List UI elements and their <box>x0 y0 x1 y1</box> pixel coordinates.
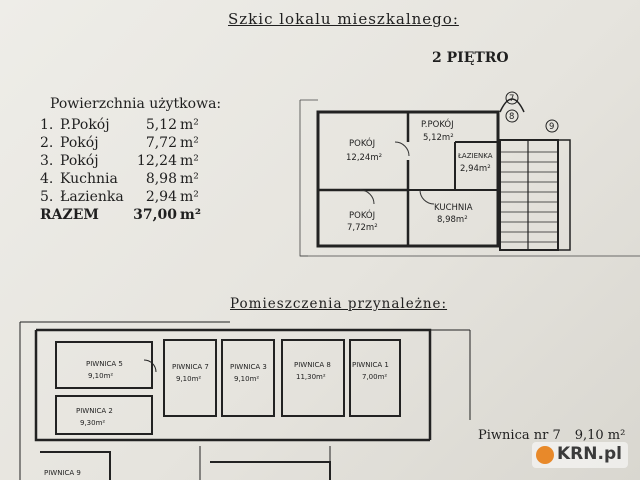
room-name: Łazienka <box>60 189 124 205</box>
row-number: 5. <box>40 189 54 205</box>
room-label-name: P.POKÓJ <box>421 118 454 130</box>
room-label-area: 8,98m² <box>437 215 468 225</box>
row-number: 1. <box>40 117 54 133</box>
cellar-name: PIWNICA 8 <box>294 361 331 369</box>
cellar-area: 9,30m² <box>80 419 105 427</box>
stair-outline <box>499 139 559 251</box>
cellar-plan <box>19 321 471 480</box>
marker-circle <box>545 119 559 133</box>
cellar-name: PIWNICA 1 <box>352 361 389 369</box>
cellar-name: PIWNICA 9 <box>44 469 81 477</box>
room-label-name: KUCHNIA <box>434 203 473 213</box>
area-unit: m² <box>180 117 199 133</box>
area-unit: m² <box>180 153 199 169</box>
room-label-name: POKÓJ <box>349 137 375 149</box>
outer-guides <box>299 99 640 257</box>
floor-label: 2 PIĘTRO <box>432 50 509 66</box>
room-label-area: 2,94m² <box>460 164 491 174</box>
logo-mark-icon <box>536 446 554 464</box>
marker-label: 9 <box>549 122 554 132</box>
cellar-note-value: 9,10 m² <box>574 428 626 443</box>
cellar-name: PIWNICA 5 <box>86 360 123 368</box>
room-name: P.Pokój <box>60 117 110 133</box>
total-area: 37,00 <box>133 207 177 223</box>
annex-title: Pomieszczenia przynależne: <box>230 296 448 312</box>
area-unit: m² <box>180 171 199 187</box>
cellar-room <box>349 339 401 417</box>
staircase <box>499 98 571 251</box>
cellar-name: PIWNICA 3 <box>230 363 267 371</box>
room-area: 12,24 <box>136 153 177 169</box>
room-name: Kuchnia <box>60 171 118 187</box>
sketch-title: Szkic lokalu mieszkalnego: <box>228 10 459 28</box>
room-label-area: 5,12m² <box>423 133 454 143</box>
cellar-room <box>281 339 345 417</box>
cellar-area: 9,10m² <box>176 375 201 383</box>
door-swing <box>419 189 435 205</box>
usable-area-heading: Powierzchnia użytkowa: <box>50 96 222 112</box>
door-swing <box>394 141 410 157</box>
row-number: 2. <box>40 135 54 151</box>
cellar-area: 7,00m² <box>362 373 387 381</box>
area-unit: m² <box>180 189 199 205</box>
cellar-area: 11,30m² <box>296 373 326 381</box>
row-number: 3. <box>40 153 54 169</box>
cellar-name: PIWNICA 2 <box>76 407 113 415</box>
room-area: 7,72 <box>145 135 177 151</box>
cellar-area: 9,10m² <box>88 372 113 380</box>
stair-wall <box>557 139 571 251</box>
cellar-name: PIWNICA 7 <box>172 363 209 371</box>
marker-circle <box>505 91 519 105</box>
room-labels: POKÓJ 12,24m² P.POKÓJ 5,12m² ŁAZIENKA 2,… <box>346 118 493 233</box>
cellar-note-label: Piwnica nr 7 <box>478 428 561 443</box>
stair-treads <box>500 151 558 243</box>
door-swing <box>143 359 157 373</box>
row-number: 4. <box>40 171 54 187</box>
room-area: 8,98 <box>145 171 177 187</box>
cellar-area: 9,10m² <box>234 375 259 383</box>
guide-line <box>299 100 308 257</box>
total-label: RAZEM <box>40 207 99 223</box>
room-name: Pokój <box>60 135 99 151</box>
room-label-name: POKÓJ <box>349 209 375 221</box>
cellar-room <box>210 461 331 480</box>
door-swings <box>359 141 435 205</box>
marker-circle <box>505 109 519 123</box>
room-label-area: 12,24m² <box>346 153 382 163</box>
landing-arc <box>499 98 525 113</box>
cellar-note: Piwnica nr 7 9,10 m² <box>478 428 625 443</box>
watermark-text: KRN.pl <box>557 444 622 464</box>
marker-label: 7 <box>509 94 514 104</box>
cellar-room <box>55 341 153 389</box>
cellar-outline <box>34 330 430 442</box>
cellar-room <box>55 395 153 435</box>
area-unit: m² <box>180 207 201 223</box>
area-unit: m² <box>180 135 199 151</box>
room-name: Pokój <box>60 153 99 169</box>
room-area: 5,12 <box>145 117 177 133</box>
cellar-room <box>40 451 111 480</box>
marker-label: 8 <box>509 112 514 122</box>
watermark-logo: KRN.pl <box>532 442 628 468</box>
cellar-room <box>221 339 275 417</box>
cellar-labels: PIWNICA 5 9,10m² PIWNICA 7 9,10m² PIWNIC… <box>44 360 389 477</box>
room-area: 2,94 <box>145 189 177 205</box>
apartment-plan <box>316 110 500 248</box>
room-label-area: 7,72m² <box>347 223 378 233</box>
cellar-room <box>163 339 217 417</box>
room-label-name: ŁAZIENKA <box>457 152 493 160</box>
door-swing <box>359 189 375 205</box>
plan-markers: 7 8 9 <box>505 91 559 133</box>
